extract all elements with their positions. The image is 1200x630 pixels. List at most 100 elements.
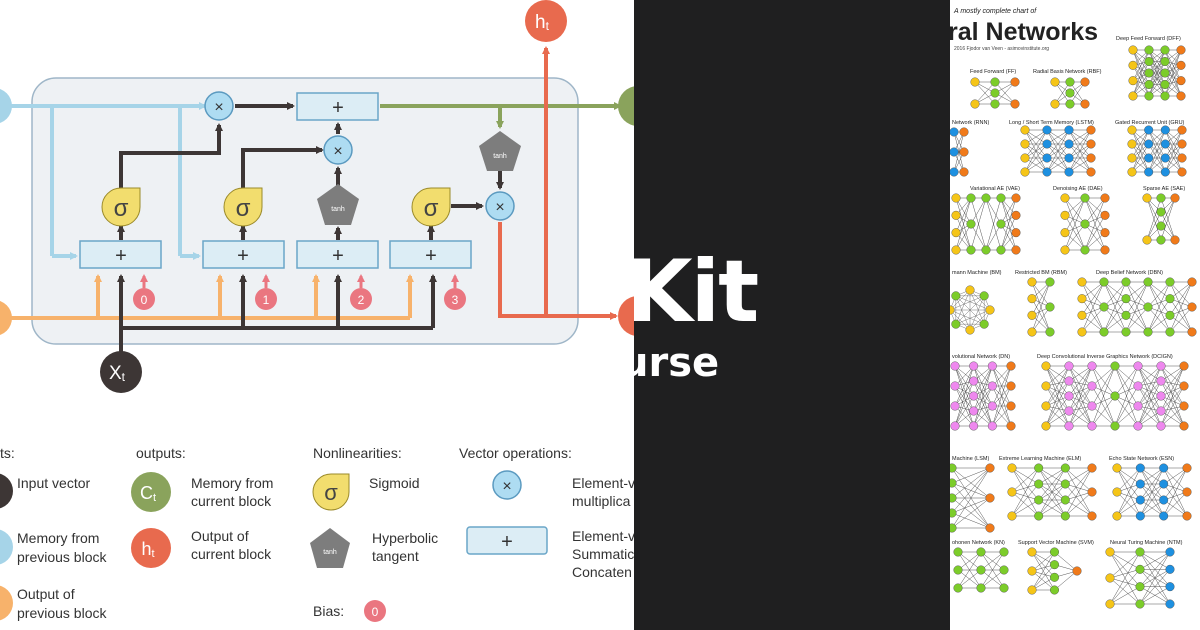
legend-nonlin-heading: Nonlinearities: — [313, 445, 402, 461]
label-dn: volutional Network (DN) — [952, 354, 1010, 360]
net-vae — [951, 193, 1021, 255]
tanh-gate-candidate: tanh — [317, 184, 359, 225]
svg-text:current block: current block — [191, 546, 272, 562]
net-elm — [1007, 463, 1097, 521]
legend-outputs-heading: outputs: — [136, 445, 186, 461]
net-ntm — [1105, 547, 1175, 609]
output-prev-node — [0, 301, 12, 335]
bias-3: 3 — [444, 288, 466, 310]
memory-current-node — [618, 86, 634, 126]
svg-text:Bias:: Bias: — [313, 603, 344, 619]
memory-prev-node — [0, 89, 12, 123]
legend-sum-swatch: + — [466, 526, 548, 555]
sigma-symbol: σ — [424, 195, 439, 222]
label-ff: Feed Forward (FF) — [970, 69, 1016, 75]
legend-input-swatch — [0, 473, 13, 509]
sigma-symbol: σ — [236, 195, 251, 222]
input-path — [117, 102, 504, 352]
sum-symbol: + — [425, 245, 437, 267]
net-dae — [1060, 193, 1110, 255]
sum-box-3: + — [296, 240, 379, 269]
neural-network-zoo-panel: A mostly complete chart of ral Networks … — [950, 0, 1200, 630]
net-rbm — [1027, 277, 1055, 337]
net-dbn — [1077, 277, 1197, 337]
net-lsm — [950, 463, 995, 533]
net-rbf — [1050, 77, 1090, 109]
svg-text:+: + — [501, 531, 513, 553]
svg-text:Element-v: Element-v — [572, 528, 634, 544]
neural-network-zoo: A mostly complete chart of ral Networks … — [950, 8, 1197, 609]
mult-forget: × — [204, 91, 234, 121]
net-bm — [950, 285, 995, 335]
legend-outprev-swatch — [0, 585, 13, 621]
label-lsm: Machine (LSM) — [952, 456, 989, 462]
output-current-node — [618, 296, 634, 336]
output-ht-node: ht — [525, 0, 567, 42]
net-svm — [1027, 547, 1082, 595]
svg-text:Summatic: Summatic — [572, 546, 634, 562]
sum-box-2: + — [202, 240, 285, 269]
net-dff — [1128, 45, 1186, 101]
tanh-label: tanh — [331, 206, 345, 213]
legend-bias-swatch: 0 — [364, 600, 386, 622]
lstm-diagram-panel: + + + + + σ σ σ tanh tanh × — [0, 0, 634, 622]
label-dff: Deep Feed Forward (DFF) — [1116, 36, 1181, 42]
legend-tanh-swatch: tanh — [310, 528, 350, 568]
svg-text:ht: ht — [535, 12, 550, 33]
sigmoid-gate-forget: σ — [101, 187, 141, 227]
lstm-block — [31, 77, 579, 345]
label-dbn: Deep Belief Network (DBN) — [1096, 270, 1163, 276]
sum-box-1: + — [79, 240, 162, 269]
svg-text:3: 3 — [452, 293, 459, 307]
svg-text:Concaten: Concaten — [572, 564, 632, 580]
label-kn: ohonen Network (KN) — [952, 540, 1005, 546]
tanh-gate-output: tanh — [479, 131, 521, 171]
net-kn — [953, 547, 1009, 593]
net-sae — [1142, 193, 1180, 245]
lstm-diagram: + + + + + σ σ σ tanh tanh × — [0, 0, 634, 622]
sigmoid-gate-output: σ — [411, 187, 451, 227]
net-dcign — [1041, 361, 1189, 431]
label-gru: Gated Recurrent Unit (GRU) — [1115, 120, 1185, 126]
legend-sigmoid-swatch: σ — [312, 473, 350, 511]
legend-mult-swatch: × — [492, 470, 522, 500]
svg-text:Memory from: Memory from — [17, 530, 99, 546]
label-bm: mann Machine (BM) — [952, 270, 1002, 276]
net-esn — [1112, 463, 1192, 521]
sum-box-cell: + — [296, 92, 379, 121]
times-symbol: × — [495, 199, 504, 216]
svg-text:tangent: tangent — [372, 548, 419, 564]
svg-text:Element-v: Element-v — [572, 475, 634, 491]
zoo-network-graphics — [950, 45, 1197, 609]
svg-text:Input vector: Input vector — [17, 475, 90, 491]
zoo-header-small: A mostly complete chart of — [953, 8, 1037, 15]
svg-text:×: × — [502, 478, 511, 495]
label-esn: Echo State Network (ESN) — [1109, 456, 1174, 462]
net-gru — [1127, 125, 1187, 177]
zoo-credit: 2016 Fjodor van Veen - asimovinstitute.o… — [954, 46, 1049, 52]
svg-text:Output of: Output of — [191, 528, 249, 544]
input-xt-node: Xt — [100, 351, 142, 393]
svg-text:previous block: previous block — [17, 549, 107, 565]
svg-text:Output of: Output of — [17, 586, 75, 602]
label-elm: Extreme Learning Machine (ELM) — [999, 456, 1081, 462]
label-rbm: Restricted BM (RBM) — [1015, 270, 1067, 276]
course-subtitle: urse — [634, 340, 720, 386]
svg-text:σ: σ — [324, 480, 338, 505]
svg-text:0: 0 — [141, 293, 148, 307]
svg-text:2: 2 — [358, 293, 365, 307]
legend-ct-swatch: Ct — [131, 472, 171, 512]
output-prev-path — [0, 274, 414, 320]
memory-current-path — [380, 102, 622, 129]
sum-symbol: + — [332, 245, 344, 267]
svg-text:multiplica: multiplica — [572, 493, 631, 509]
svg-text:Sigmoid: Sigmoid — [369, 475, 420, 491]
sum-symbol: + — [237, 245, 249, 267]
bias-1: 1 — [255, 288, 277, 310]
label-rbf: Radial Basis Network (RBF) — [1033, 69, 1102, 75]
label-svm: Support Vector Machine (SVM) — [1018, 540, 1094, 546]
times-symbol: × — [214, 99, 223, 116]
label-lstm: Long / Short Term Memory (LSTM) — [1009, 120, 1094, 126]
svg-text:tanh: tanh — [323, 549, 337, 556]
svg-text:previous block: previous block — [17, 605, 107, 621]
